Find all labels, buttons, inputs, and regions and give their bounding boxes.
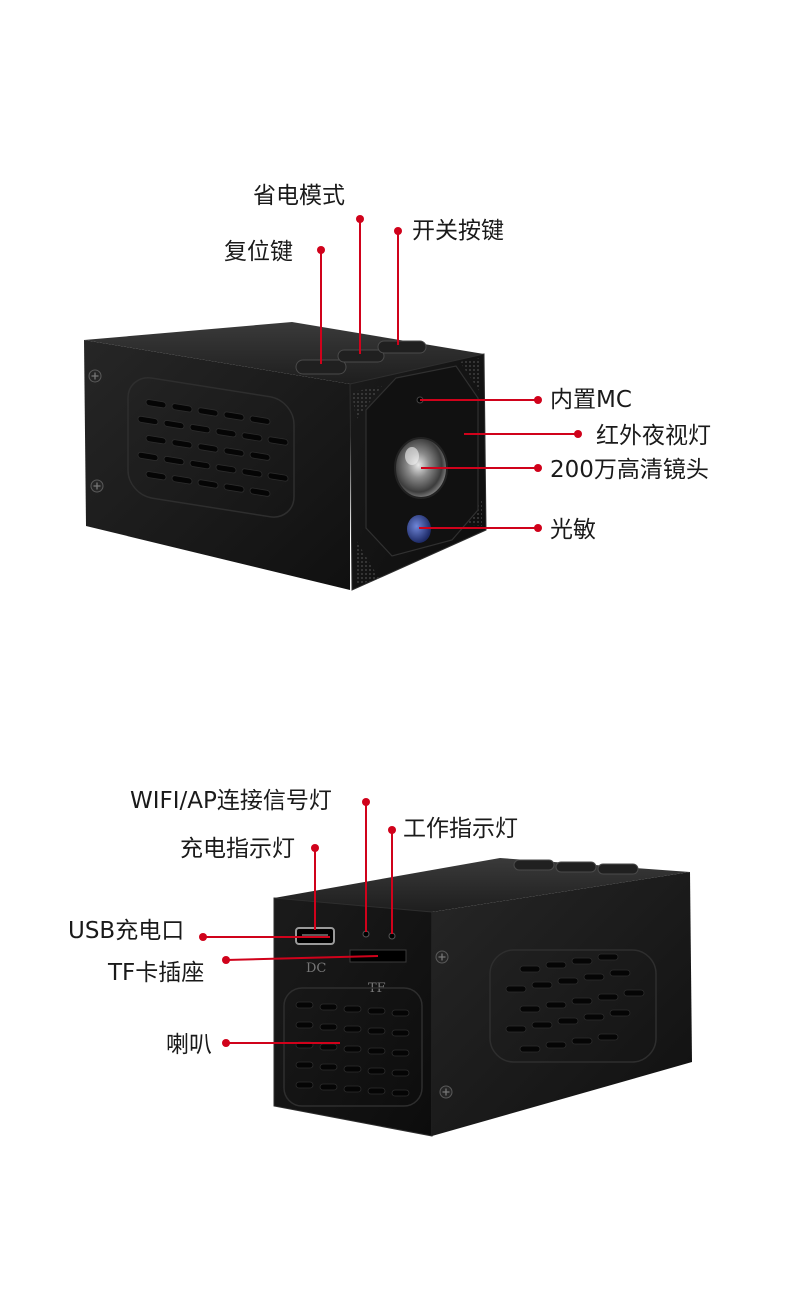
front-leaders [317,215,582,532]
label-ir-night-light: 红外夜视灯 [596,423,711,449]
side-vent-panel [489,949,657,1063]
label-work-led: 工作指示灯 [403,816,518,842]
back-leaders [199,798,396,1047]
dc-mark: DC [306,961,326,976]
power-button-shape[interactable] [377,340,427,354]
screw-icon [435,950,449,964]
label-power-button: 开关按键 [412,218,504,244]
label-built-in-mic: 内置MC [550,387,632,413]
camera-top-face [84,322,484,384]
label-power-save-mode: 省电模式 [253,183,345,209]
camera-back-view: DC TF [273,858,692,1137]
label-charge-led: 充电指示灯 [180,836,295,862]
corner-grille [356,540,380,584]
label-light-sensor: 光敏 [550,517,596,543]
lens-glint [405,447,419,465]
corner-grille [460,358,480,392]
top-button-shape [513,859,555,871]
label-usb-charge-port: USB充电口 [68,918,184,944]
label-speaker: 喇叭 [166,1032,212,1058]
label-reset-button: 复位键 [224,239,293,265]
screw-icon [90,479,104,493]
label-wifi-ap-led: WIFI/AP连接信号灯 [130,788,332,814]
side-vent-panel [127,377,295,518]
corner-grille [352,386,382,420]
label-lens: 200万高清镜头 [550,457,709,483]
top-button-shape [555,861,597,873]
screw-icon [439,1085,453,1099]
label-tf-slot: TF卡插座 [107,960,204,986]
speaker-grille-panel [283,987,423,1107]
camera-front-view [84,322,487,591]
screw-icon [88,369,102,383]
top-button-shape [597,863,639,875]
